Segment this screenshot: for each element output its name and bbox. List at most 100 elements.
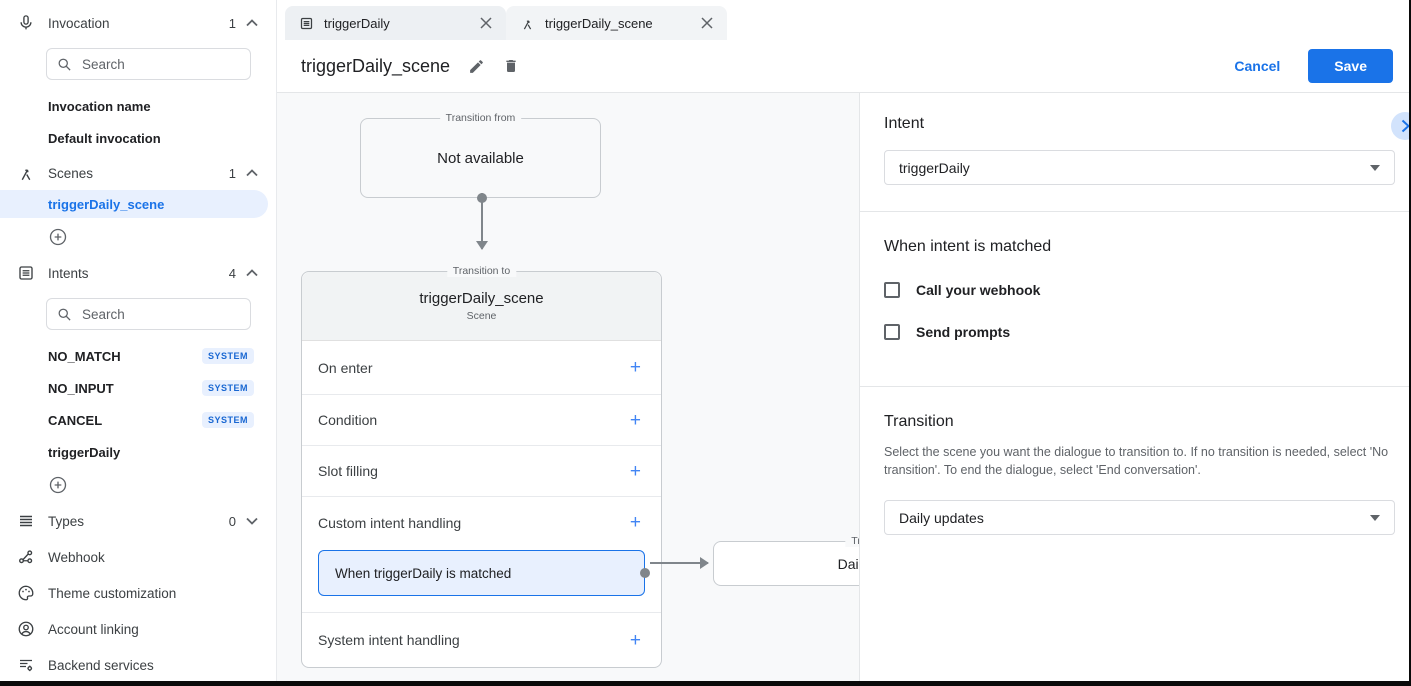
sidebar-section-types[interactable]: Types 0 [0, 506, 276, 536]
sidebar-label: Webhook [48, 549, 105, 565]
sidebar-item-triggerdaily[interactable]: triggerDaily [0, 436, 276, 468]
call-webhook-checkbox-row[interactable]: Call your webhook [884, 282, 1395, 298]
when-matched-section: When intent is matched Call your webhook… [860, 211, 1409, 386]
sidebar-item-triggerdaily-scene[interactable]: triggerDaily_scene [0, 190, 268, 218]
intent-name: triggerDaily [48, 444, 121, 460]
add-scene-button[interactable] [0, 220, 276, 254]
types-count: 0 [228, 513, 236, 529]
sidebar-item-invocation-name[interactable]: Invocation name [48, 98, 151, 114]
intent-name: NO_MATCH [48, 348, 121, 364]
close-icon[interactable] [701, 17, 713, 29]
transition-select[interactable]: Daily updates [884, 500, 1395, 536]
chevron-up-icon[interactable] [246, 169, 258, 177]
types-icon [14, 512, 38, 530]
custom-intent-handling-header[interactable]: Custom intent handling + [302, 497, 661, 548]
save-button[interactable]: Save [1308, 49, 1393, 83]
connector-dot [640, 568, 650, 578]
invocation-count: 1 [228, 15, 236, 31]
intents-search-input[interactable] [82, 306, 222, 322]
plus-circle-icon [49, 476, 67, 494]
connector-horizontal [650, 557, 709, 569]
sidebar-section-intents[interactable]: Intents 4 [0, 258, 276, 288]
connector-vertical [476, 193, 488, 250]
close-icon[interactable] [480, 17, 492, 29]
cancel-button[interactable]: Cancel [1234, 58, 1281, 74]
tab-triggerdaily-scene[interactable]: triggerDaily_scene [506, 6, 727, 40]
sidebar-label: Account linking [48, 621, 139, 637]
scene-node[interactable]: Transition to triggerDaily_scene Scene O… [301, 265, 662, 668]
sidebar-label: Theme customization [48, 585, 177, 601]
sidebar-label: Backend services [48, 657, 154, 673]
intent-select-value: triggerDaily [899, 159, 970, 176]
scene-row-label: Condition [318, 412, 378, 428]
scene-diagram-canvas[interactable]: Transition from Not available Transition… [277, 93, 859, 681]
add-custom-intent-button[interactable]: + [629, 512, 641, 533]
intents-search[interactable] [46, 298, 251, 330]
sidebar-item-no-match[interactable]: NO_MATCH SYSTEM [0, 340, 276, 372]
intent-icon [300, 17, 313, 29]
transition-from-value: Not available [437, 149, 524, 167]
sidebar-label: Types [48, 513, 85, 529]
scene-row-system-intent-handling[interactable]: System intent handling + [302, 613, 661, 667]
when-matched-heading: When intent is matched [884, 238, 1052, 255]
scene-node-subtitle: Scene [466, 310, 497, 322]
sidebar-item-account-linking[interactable]: Account linking [0, 614, 276, 644]
add-system-intent-button[interactable]: + [629, 629, 641, 651]
scene-row-on-enter[interactable]: On enter + [302, 341, 661, 395]
scene-row-label: On enter [318, 359, 373, 376]
add-on-enter-button[interactable]: + [629, 357, 641, 378]
intent-handler-label: When triggerDaily is matched [335, 565, 512, 581]
scene-icon [14, 164, 38, 182]
chevron-down-icon[interactable] [246, 517, 258, 525]
arrowhead-right-icon [700, 557, 709, 569]
edit-pencil-icon[interactable] [468, 58, 485, 75]
sidebar-label: Invocation [48, 15, 110, 31]
webhook-icon [14, 548, 38, 566]
scene-node-title: triggerDaily_scene [419, 290, 544, 307]
chevron-up-icon[interactable] [246, 19, 258, 27]
checkbox-label: Send prompts [916, 324, 1011, 340]
send-prompts-checkbox-row[interactable]: Send prompts [884, 324, 1395, 340]
add-condition-button[interactable]: + [629, 409, 641, 431]
transition-to-legend: Transition to [446, 265, 517, 277]
sidebar-label: Intents [48, 265, 89, 281]
invocation-search[interactable] [46, 48, 251, 80]
checkbox-icon[interactable] [884, 282, 900, 298]
sidebar-item-default-invocation[interactable]: Default invocation [48, 130, 161, 146]
account-icon [14, 620, 38, 638]
backend-services-icon [14, 656, 38, 674]
chevron-up-icon[interactable] [246, 269, 258, 277]
transition-from-node[interactable]: Transition from Not available [360, 112, 601, 198]
microphone-icon [14, 14, 38, 32]
tab-triggerdaily[interactable]: triggerDaily [285, 6, 506, 40]
sidebar-item-no-input[interactable]: NO_INPUT SYSTEM [0, 372, 276, 404]
checkbox-icon[interactable] [884, 324, 900, 340]
transition-select-value: Daily updates [899, 509, 984, 526]
add-intent-button[interactable] [0, 468, 276, 502]
intent-icon [14, 264, 38, 282]
palette-icon [14, 584, 38, 602]
scene-row-label: Custom intent handling [318, 514, 462, 531]
scene-node-header: triggerDaily_scene Scene [302, 272, 661, 341]
intent-name: NO_INPUT [48, 380, 114, 396]
delete-trash-icon[interactable] [503, 57, 519, 75]
collapse-panel-button[interactable] [1391, 112, 1409, 140]
sidebar-section-invocation[interactable]: Invocation 1 [0, 8, 276, 38]
transition-to-legend: Transition to [845, 535, 859, 547]
sidebar-item-theme-customization[interactable]: Theme customization [0, 578, 276, 608]
transition-heading: Transition [884, 413, 954, 430]
add-slot-filling-button[interactable]: + [629, 460, 641, 482]
sidebar-item-cancel[interactable]: CANCEL SYSTEM [0, 404, 276, 436]
daily-updates-node[interactable]: Transition to Daily updates [713, 535, 859, 586]
scenes-count: 1 [228, 165, 236, 181]
sidebar-item-webhook[interactable]: Webhook [0, 542, 276, 572]
sidebar-item-backend-services[interactable]: Backend services [0, 650, 276, 680]
scene-row-slot-filling[interactable]: Slot filling + [302, 446, 661, 497]
tab-label: triggerDaily_scene [545, 15, 653, 31]
page-title: triggerDaily_scene [301, 55, 451, 76]
intent-handler-chip-selected[interactable]: When triggerDaily is matched [318, 550, 650, 596]
scene-row-condition[interactable]: Condition + [302, 395, 661, 446]
intent-select[interactable]: triggerDaily [884, 150, 1395, 185]
invocation-search-input[interactable] [82, 56, 222, 72]
sidebar-section-scenes[interactable]: Scenes 1 [0, 158, 276, 188]
